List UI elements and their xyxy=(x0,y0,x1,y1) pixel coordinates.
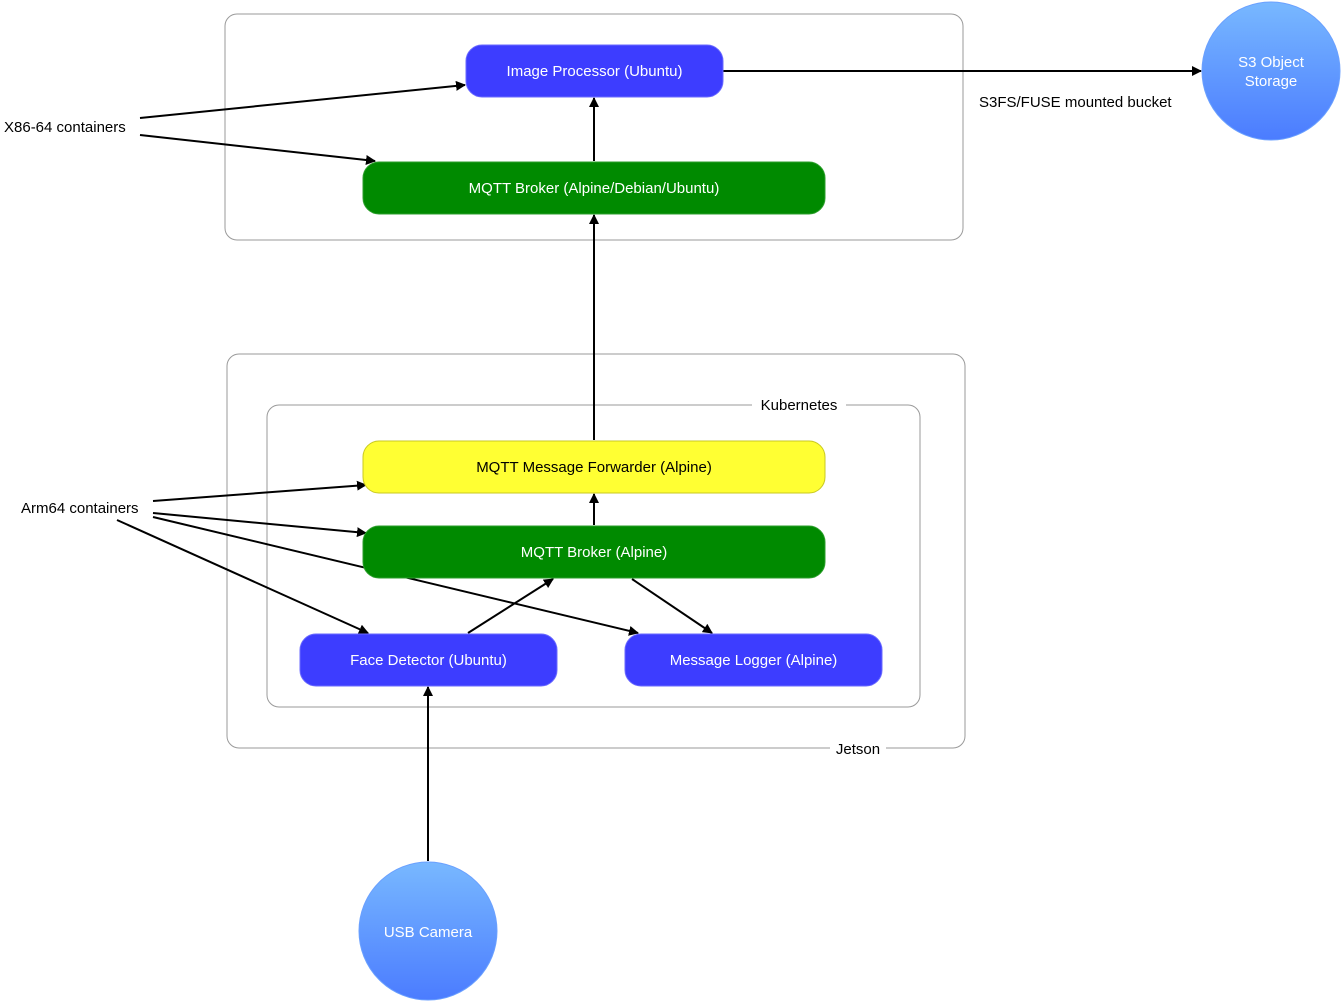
jetson-frame xyxy=(226,353,966,749)
kubernetes-label-bg xyxy=(752,396,846,414)
usb-camera-label: USB Camera xyxy=(384,924,473,941)
usb-camera-node[interactable] xyxy=(358,861,498,1001)
edge-x86-to-mqtt-broker-top xyxy=(139,134,376,165)
x86-containers-label: X86-64 containers xyxy=(4,119,126,136)
s3-object-storage-node[interactable] xyxy=(1201,1,1341,141)
mqtt-broker-top-node[interactable] xyxy=(362,161,826,215)
edges xyxy=(116,66,1202,861)
message-logger-label: Message Logger (Alpine) xyxy=(670,652,838,669)
edge-arm64-to-face-detector xyxy=(116,519,369,634)
edge-mqtt-broker-alpine-to-message-logger xyxy=(631,578,713,634)
edge-arm64-to-forwarder xyxy=(152,480,367,502)
message-logger-node[interactable] xyxy=(624,633,883,687)
mqtt-forwarder-node[interactable] xyxy=(362,440,826,494)
mqtt-broker-alpine-label: MQTT Broker (Alpine) xyxy=(521,544,667,561)
mqtt-broker-alpine-node[interactable] xyxy=(362,525,826,579)
face-detector-label: Face Detector (Ubuntu) xyxy=(350,652,507,669)
arm64-containers-label: Arm64 containers xyxy=(21,500,139,517)
edge-face-detector-to-mqtt-broker-alpine xyxy=(467,578,554,634)
mqtt-broker-top-label: MQTT Broker (Alpine/Debian/Ubuntu) xyxy=(469,180,720,197)
mqtt-forwarder-label: MQTT Message Forwarder (Alpine) xyxy=(476,459,712,476)
kubernetes-label: Kubernetes xyxy=(761,397,838,414)
image-processor-label: Image Processor (Ubuntu) xyxy=(507,63,683,80)
jetson-label-bg xyxy=(830,740,886,758)
edge-x86-to-image-processor xyxy=(139,80,466,119)
s3fs-mount-label: S3FS/FUSE mounted bucket xyxy=(979,94,1172,111)
face-detector-node[interactable] xyxy=(299,633,558,687)
jetson-label: Jetson xyxy=(836,741,880,758)
edge-arm64-to-mqtt-broker-alpine xyxy=(152,512,367,538)
s3-label-line2: Storage xyxy=(1245,73,1298,90)
s3-label-line1: S3 Object xyxy=(1238,54,1305,71)
image-processor-node[interactable] xyxy=(465,44,724,98)
